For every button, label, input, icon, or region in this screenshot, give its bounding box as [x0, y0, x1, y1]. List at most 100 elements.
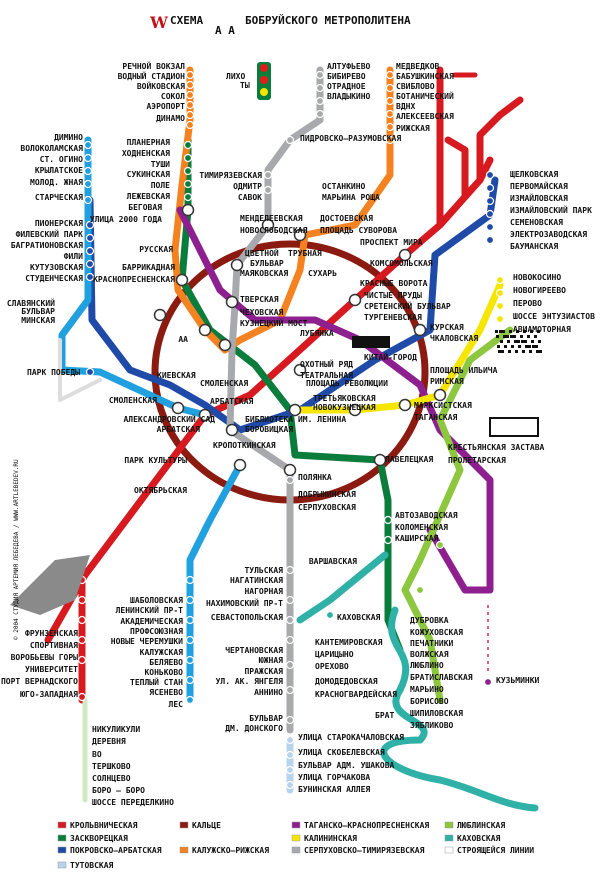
station-label: АВИАМОТОРНАЯ: [513, 325, 571, 334]
station-label: СОЛНЦЕВО: [92, 774, 131, 783]
station-label: АЛЕКСАНДРОВСКИЙ САД: [123, 413, 215, 424]
station-label: ФРУНЗЕНСКАЯ: [25, 629, 78, 638]
station-dot: [83, 195, 93, 205]
swamp-dot: [500, 340, 503, 343]
station-label: ТЫ: [240, 81, 250, 90]
station-label: ПИДРОВСКО–РАЗУМОВСКАЯ: [300, 134, 401, 143]
station-dot: [185, 595, 195, 605]
legend-label: КАХОВСКАЯ: [457, 834, 501, 843]
transfer-station: [225, 423, 239, 437]
swamp-dot: [531, 340, 534, 343]
legend-swatch: [179, 821, 189, 829]
legend-swatch: [57, 861, 67, 869]
station-dot: [185, 695, 195, 705]
station-label: ТРУБНАЯ: [288, 249, 322, 258]
legend-label: ЛЮБЛИНСКАЯ: [457, 821, 505, 830]
pink-dash: [487, 619, 489, 622]
station-label: ПАРК ПОБЕДЫ: [27, 368, 80, 377]
station-dot: [485, 183, 495, 193]
station-dot: [185, 635, 195, 645]
station-label: ЯСЕНЕВО: [149, 688, 183, 697]
station-label: ПРОЛЕТАРСКАЯ: [448, 456, 506, 465]
transfer-station: [398, 248, 412, 262]
station-label: ПАРК КУЛЬТУРЫ: [124, 456, 187, 465]
station-dot: [435, 540, 445, 550]
station-dot: [315, 83, 325, 93]
red-branch-3: [444, 136, 469, 199]
station-label: УНИВЕРСИТЕТ: [25, 665, 78, 674]
pink-dash: [487, 626, 489, 629]
station-label: СЕВАСТОПОЛЬСКАЯ: [211, 613, 283, 622]
station-label: ДУБРОВКА: [410, 616, 449, 625]
station-label: ЗЯБЛИКОВО: [410, 721, 454, 730]
station-dot: [385, 122, 395, 132]
station-label: ПОРТ ВЕРНАДСКОГО: [1, 677, 78, 686]
station-dot: [485, 209, 495, 219]
station-dot: [483, 677, 493, 687]
traffic-light-lamp: [260, 76, 268, 84]
station-label: КАЛУЖСКАЯ: [140, 648, 184, 657]
traffic-light-lamp: [260, 88, 268, 96]
pink-dash: [487, 661, 489, 664]
swamp-dot: [515, 350, 518, 353]
station-label: БОРО – БОРО: [92, 786, 145, 795]
station-label: НОВОСЛОБОДСКАЯ: [240, 226, 308, 235]
station-label: ВАРШАВСКАЯ: [309, 557, 357, 566]
station-label: СТУДЕНЧЕСКАЯ: [25, 274, 83, 283]
transfer-station: [398, 398, 412, 412]
station-dot: [385, 83, 395, 93]
swamp-dot: [501, 350, 504, 353]
station-label: УЛИЦА СКОБЕЛЕВСКАЯ: [298, 748, 385, 757]
station-dot: [185, 90, 195, 100]
station-dot: [183, 140, 193, 150]
station-dot: [285, 715, 295, 725]
station-dot: [77, 635, 87, 645]
station-label: СОКОЛ: [161, 92, 185, 101]
swamp-dot: [528, 345, 531, 348]
station-dot: [385, 109, 395, 119]
station-dot: [285, 780, 295, 790]
station-label: ЛЕЖЕВСКАЯ: [127, 192, 171, 201]
station-dot: [185, 70, 195, 80]
station-label: ПРАЖСКАЯ: [244, 667, 283, 676]
station-label: ЧИСТЫЕ ПРУДЫ: [364, 291, 422, 300]
station-label: ТАГАНСКАЯ: [414, 413, 458, 422]
station-label: БУЛЬВАР: [21, 307, 55, 316]
station-label: ШОССЕ ПЕРЕДЕЛКИНО: [92, 798, 174, 807]
legend-swatch: [444, 846, 454, 854]
station-label: УЛИЦА 2000 ГОДА: [90, 215, 162, 224]
transfer-station: [413, 323, 427, 337]
station-label: АЭРОПОРТ: [146, 102, 185, 111]
legend-swatch: [291, 834, 301, 842]
transfer-station: [293, 228, 307, 242]
swamp-dot: [507, 340, 510, 343]
station-dot: [385, 70, 395, 80]
swamp-dot: [518, 345, 521, 348]
traffic-light-lamp: [260, 64, 268, 72]
station-dot: [83, 166, 93, 176]
station-label: СТ. ОГИНО: [40, 155, 84, 164]
tank-icon: [352, 336, 390, 348]
station-label: БРАТ: [375, 711, 394, 720]
pink-dash: [487, 612, 489, 615]
station-label: МЕДВЕДКОВ: [396, 62, 440, 71]
station-label: КАХОВСКАЯ: [337, 613, 381, 622]
station-label: ТЕПЛЫЙ СТАН: [130, 676, 183, 687]
swamp-dot: [498, 350, 501, 353]
credit-text: © 2004 СТУДИЯ АРТЕМИЯ ЛЕБЕДЕВА / WWW.ART…: [13, 459, 20, 640]
transfer-station: [348, 403, 362, 417]
station-label: СВИБЛОВО: [396, 82, 435, 91]
station-dot: [185, 100, 195, 110]
station-dot: [285, 615, 295, 625]
station-label: ШОССЕ ЭНТУЗИАСТОВ: [513, 312, 595, 321]
station-dot: [77, 692, 87, 702]
station-label: ЛЕС: [169, 700, 184, 709]
red-branch-2: [476, 96, 524, 184]
station-label: СУХАРЬ: [308, 269, 337, 278]
station-dot: [315, 96, 325, 106]
station-label: НАГАТИНСКАЯ: [230, 576, 283, 585]
station-dot: [77, 655, 87, 665]
lime-line: [401, 326, 514, 704]
station-label: КРЫЛАТСКОЕ: [35, 166, 83, 175]
